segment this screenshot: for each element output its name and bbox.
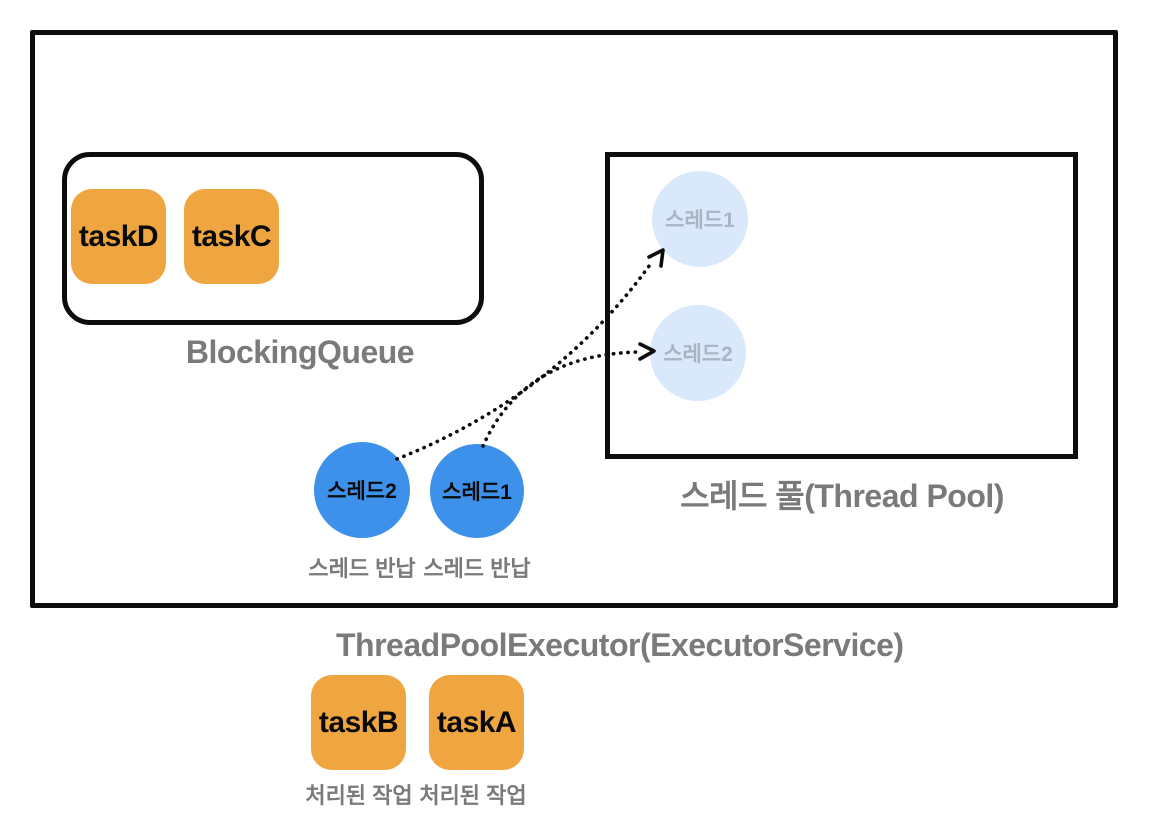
task-card-d: taskD <box>71 189 166 284</box>
pool-thread-label: 스레드2 <box>663 343 733 366</box>
completed-task-card-b: taskB <box>311 675 406 770</box>
executor-box <box>30 30 1118 608</box>
completed-task-label: taskB <box>318 705 399 739</box>
completed-caption: 처리된 작업 <box>305 783 413 808</box>
pool-thread-circle-1: 스레드1 <box>652 171 748 267</box>
return-caption: 스레드 반납 <box>308 556 416 581</box>
task-card-c: taskC <box>184 189 279 284</box>
returning-thread-circle-2: 스레드2 <box>314 442 410 538</box>
completed-task-label: taskA <box>436 705 517 739</box>
pool-thread-circle-2: 스레드2 <box>650 305 746 401</box>
task-label: taskC <box>191 219 272 253</box>
pool-thread-label: 스레드1 <box>665 209 735 232</box>
return-caption: 스레드 반납 <box>423 556 531 581</box>
completed-caption: 처리된 작업 <box>419 783 527 808</box>
task-label: taskD <box>78 219 159 253</box>
returning-thread-label: 스레드1 <box>442 481 512 504</box>
returning-thread-label: 스레드2 <box>327 480 397 503</box>
executor-label: ThreadPoolExecutor(ExecutorService) <box>336 627 904 663</box>
thread-pool-label: 스레드 풀(Thread Pool) <box>680 478 1004 514</box>
blocking-queue-label: BlockingQueue <box>185 334 415 370</box>
returning-thread-circle-1: 스레드1 <box>430 444 524 538</box>
completed-task-card-a: taskA <box>429 675 524 770</box>
blocking-queue-box <box>62 152 484 325</box>
